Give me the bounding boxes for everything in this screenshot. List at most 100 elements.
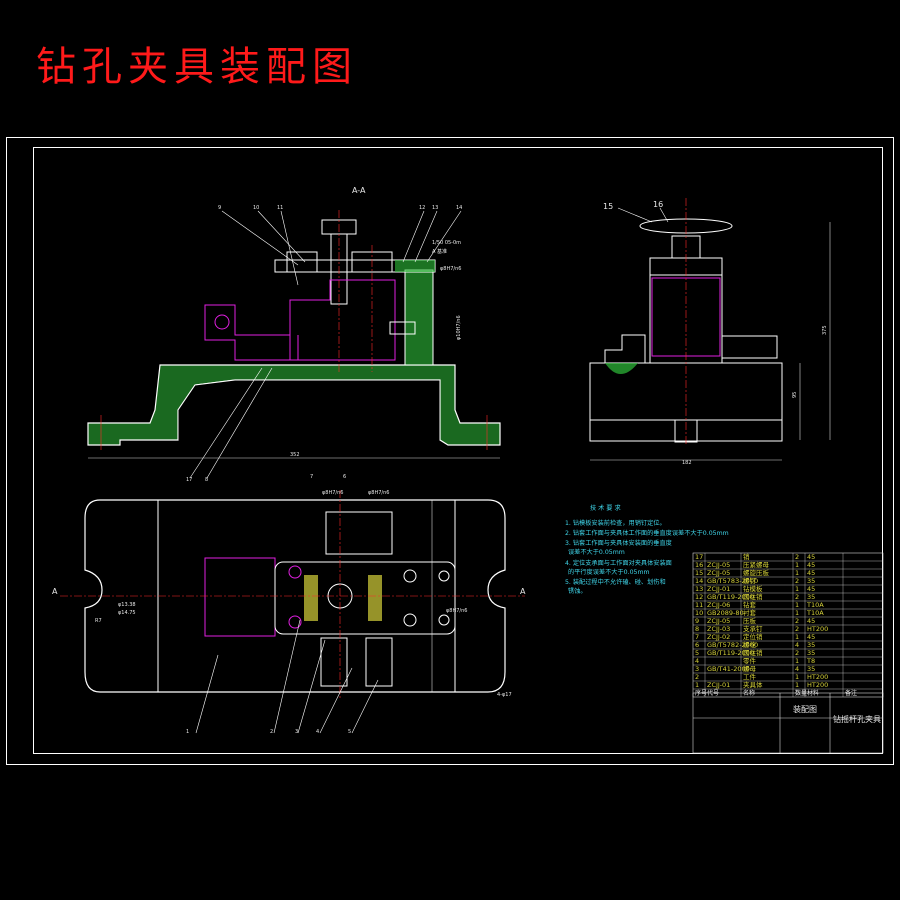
bom-cell: 3 bbox=[695, 665, 699, 673]
balloon-1: 1 bbox=[186, 729, 189, 735]
bom-cell: 压紧螺母 bbox=[743, 560, 770, 569]
bom-cell: 35 bbox=[807, 593, 815, 601]
bom-cell: T8 bbox=[806, 657, 815, 665]
tech-req-6: 的平行度误差不大于0.05mm bbox=[568, 568, 650, 576]
sheet-inner-frame bbox=[33, 147, 883, 754]
fit-note-2: A 基准 bbox=[432, 248, 447, 255]
bom-cell: 16 bbox=[695, 561, 703, 569]
section-view-label: A-A bbox=[352, 186, 366, 195]
side-width-dim: 182 bbox=[682, 460, 692, 466]
bom-cell: 1 bbox=[795, 585, 799, 593]
bom-cell: 15 bbox=[695, 569, 703, 577]
bom-cell: ZCJJ-05 bbox=[707, 561, 730, 569]
tech-req-1: 1. 钻模板安装前检查，用销钉定位。 bbox=[565, 519, 666, 527]
bom-cell: 11 bbox=[695, 601, 703, 609]
bom-cell: 螺钉 bbox=[743, 576, 757, 585]
plan-hole-tr bbox=[403, 569, 417, 583]
tech-req-7: 5. 装配过程中不允许磕、碰、划伤和 bbox=[565, 578, 666, 586]
tech-req-3: 3. 钻套工作面与夹具体安装面的垂直度 bbox=[565, 539, 672, 547]
title-block: 装配图 钻摇杆孔夹具 bbox=[692, 692, 884, 754]
balloon-2: 2 bbox=[270, 729, 273, 735]
bom-cell: ZCJJ-02 bbox=[707, 633, 730, 641]
workpiece-hole bbox=[214, 314, 230, 330]
page-title: 钻孔夹具装配图 bbox=[36, 44, 358, 90]
bom-cell: ZCJJ-01 bbox=[707, 585, 730, 593]
plan-dim-3: R7 bbox=[95, 618, 102, 624]
bom-cell: 35 bbox=[807, 641, 815, 649]
bom-cell: 螺栓 bbox=[743, 640, 757, 649]
plan-hole-rt bbox=[438, 570, 450, 582]
side-support bbox=[604, 334, 646, 363]
bom-cell: GB/T41-2000 bbox=[707, 665, 750, 673]
balloon-4: 4 bbox=[316, 729, 319, 735]
bom-cell: 6 bbox=[695, 641, 699, 649]
bom-cell: 13 bbox=[695, 585, 703, 593]
bom-cell: GB/T119-2000 bbox=[707, 649, 754, 657]
bom-cell: T10A bbox=[806, 609, 824, 617]
bom-cell: 1 bbox=[795, 609, 799, 617]
plan-hole-bl bbox=[288, 615, 302, 629]
column bbox=[404, 269, 434, 366]
bom-cell: 2 bbox=[795, 553, 799, 561]
plan-dim-2: φ14.75 bbox=[118, 610, 136, 616]
height-dim-95: 95 bbox=[792, 392, 798, 398]
bom-cell: 螺母 bbox=[743, 664, 757, 673]
section-view: A-A bbox=[87, 186, 501, 483]
bom-cell: 35 bbox=[807, 665, 815, 673]
plan-clamp-top bbox=[325, 511, 393, 555]
bom-cell: 2 bbox=[795, 577, 799, 585]
tech-req-2: 2. 钻套工作面与夹具体工作面的垂直度误差不大于0.05mm bbox=[565, 529, 729, 537]
bom-cell: ZCJJ-03 bbox=[707, 625, 730, 633]
bom-cell: 4 bbox=[795, 665, 799, 673]
plan-hatch-r bbox=[368, 575, 382, 621]
plan-base bbox=[84, 499, 506, 693]
base-outline bbox=[87, 364, 501, 446]
balloon-5: 5 bbox=[348, 729, 351, 735]
tech-req-4: 误差不大于0.05mm bbox=[568, 548, 625, 556]
bom-cell: 4 bbox=[695, 657, 699, 665]
balloon-13: 13 bbox=[432, 205, 438, 211]
plan-fit-2: φ8H7/n6 bbox=[368, 490, 389, 496]
bom-cell: 45 bbox=[807, 585, 815, 593]
drawing-name: 装配图 bbox=[793, 704, 817, 714]
bom-cell: 圆柱销 bbox=[743, 592, 763, 601]
side-pin bbox=[389, 321, 416, 335]
bom-cell: 35 bbox=[807, 577, 815, 585]
tech-requirements: 技 术 要 求 1. 钻模板安装前检查，用销钉定位。 2. 钻套工作面与夹具体工… bbox=[565, 504, 729, 595]
plan-hatch-l bbox=[304, 575, 318, 621]
bom-cell: 2 bbox=[695, 673, 699, 681]
bom-cell: HT200 bbox=[807, 625, 828, 633]
bom-cell: 1 bbox=[795, 601, 799, 609]
bom-cell: 1 bbox=[695, 681, 699, 689]
plan-nut-l bbox=[320, 637, 348, 687]
base-inner bbox=[177, 379, 441, 440]
bom-cell: 45 bbox=[807, 569, 815, 577]
bom-cell: 螺旋压板 bbox=[743, 568, 770, 577]
plan-hole-br bbox=[403, 613, 417, 627]
tech-req-5: 4. 定位支承面与工作面对夹具体安装面 bbox=[565, 559, 672, 567]
balloon-15: 15 bbox=[603, 202, 613, 211]
bom-cell: 支承钉 bbox=[743, 624, 763, 633]
bom-cell: 45 bbox=[807, 561, 815, 569]
bom-cell: 零件 bbox=[743, 656, 757, 665]
bom-cell: 2 bbox=[795, 593, 799, 601]
balloon-10: 10 bbox=[253, 205, 259, 211]
bom-cell: 8 bbox=[695, 625, 699, 633]
plan-hole-tl bbox=[288, 565, 302, 579]
bom-cell: 5 bbox=[695, 649, 699, 657]
bom-cell: HT200 bbox=[807, 673, 828, 681]
bom-cell: GB/T119-2000 bbox=[707, 593, 754, 601]
tech-req-8: 锈蚀。 bbox=[568, 587, 587, 595]
bom-cell: 钻套 bbox=[743, 600, 757, 609]
part-name: 钻摇杆孔夹具 bbox=[833, 714, 881, 724]
bom-cell: 圆柱销 bbox=[743, 648, 763, 657]
bom-cell: 定位销 bbox=[743, 632, 763, 641]
bom-cell: 9 bbox=[695, 617, 699, 625]
fit-note-1: 1/50 05-0m bbox=[432, 240, 461, 246]
balloon-8-lower: 8 bbox=[205, 477, 208, 483]
bom-cell: 45 bbox=[807, 553, 815, 561]
workpiece bbox=[204, 279, 396, 361]
bom-cell: 7 bbox=[695, 633, 699, 641]
bom-cell: GB2089-80 bbox=[707, 609, 744, 617]
bom-cell: 45 bbox=[807, 617, 815, 625]
